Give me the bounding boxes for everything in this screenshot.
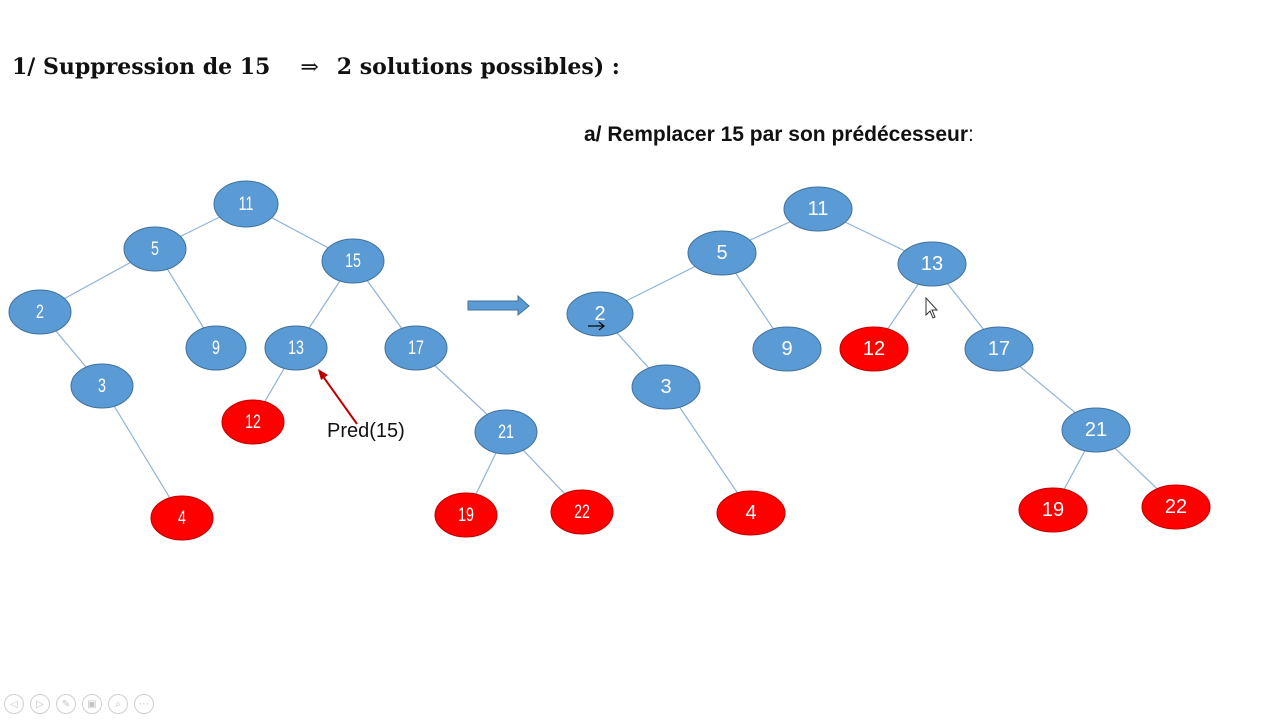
node-label: 12 [863,338,885,360]
implies-arrow-icon: ⇒ [300,55,319,80]
tree-node-R9: 9 [752,326,822,372]
tree-node-L13: 13 [264,325,328,371]
node-ellipse [185,325,247,371]
node-ellipse [474,409,538,455]
tree-node-R22: 22 [1141,484,1211,530]
pred-label: Pred(15) [327,420,405,442]
tree-node-L15: 15 [321,238,385,284]
left-tree: 11 5 15 2 9 13 17 3 12 21 4 19 22 [8,180,614,541]
tree-node-L17: 17 [384,325,448,371]
tree-node-L5: 5 [123,226,187,272]
slides-icon[interactable]: ▣ [82,694,102,714]
pred-arrow [318,369,358,425]
node-label: 13 [921,253,943,275]
node-label: 11 [239,193,254,214]
node-ellipse [631,364,701,410]
node-label: 15 [345,250,361,271]
node-ellipse [897,241,967,287]
subtitle-text: a/ Remplacer 15 par son prédécesseur [584,123,969,146]
node-ellipse [783,186,853,232]
presentation-toolbar: ◁ ▷ ✎ ▣ ⌕ ⋯ [4,694,154,714]
zoom-icon[interactable]: ⌕ [108,694,128,714]
node-ellipse [123,226,187,272]
node-ellipse [687,230,757,276]
title-left: 1/ Suppression de 15 [12,54,271,80]
tree-node-R21: 21 [1061,407,1131,453]
edge-L3-L4 [101,385,183,519]
node-label: 22 [1165,496,1187,518]
slide-subtitle: a/ Remplacer 15 par son prédécesseur: [584,123,974,147]
tree-node-L4: 4 [150,495,214,541]
tree-node-L11: 11 [213,180,279,228]
node-ellipse [1018,487,1088,533]
node-label: 19 [458,504,474,525]
node-ellipse [716,490,786,536]
tree-node-R5: 5 [687,230,757,276]
node-label: 4 [745,502,756,524]
node-label: 9 [212,337,220,358]
node-ellipse [150,495,214,541]
tree-node-L2: 2 [8,289,72,335]
slide-title: 1/ Suppression de 15 ⇒ 2 solutions possibl… [12,54,620,80]
transition-arrow-icon [467,294,530,317]
tree-node-L22: 22 [550,489,614,535]
right-tree: 11 5 13 2 9 12 17 3 21 4 19 22 [566,186,1211,536]
mouse-cursor-icon [925,296,939,319]
small-arrow-icon [588,321,605,331]
previous-icon[interactable]: ◁ [4,694,24,714]
tree-node-R13: 13 [897,241,967,287]
node-ellipse [221,399,285,445]
subtitle-colon: : [968,123,974,146]
node-ellipse [8,289,72,335]
node-label: 17 [988,338,1010,360]
node-ellipse [550,489,614,535]
node-label: 12 [245,411,261,432]
next-icon[interactable]: ▷ [30,694,50,714]
node-ellipse [839,326,909,372]
node-label: 4 [178,507,186,528]
node-label: 21 [1085,419,1107,441]
tree-node-R17: 17 [964,326,1034,372]
node-ellipse [213,180,279,228]
node-label: 3 [660,376,671,398]
node-label: 19 [1042,499,1064,521]
tree-node-L3: 3 [70,363,134,409]
node-label: 22 [574,501,590,522]
node-label: 3 [98,375,106,396]
node-label: 2 [36,301,44,322]
node-ellipse [566,291,634,337]
tree-node-R19: 19 [1018,487,1088,533]
node-ellipse [1061,407,1131,453]
node-ellipse [752,326,822,372]
tree-node-L19: 19 [434,492,498,538]
tree-node-R11: 11 [783,186,853,232]
tree-node-R4: 4 [716,490,786,536]
more-icon[interactable]: ⋯ [134,694,154,714]
node-label: 5 [716,242,727,264]
node-ellipse [384,325,448,371]
node-label: 2 [594,303,605,325]
pen-icon[interactable]: ✎ [56,694,76,714]
edge-R3-R4 [665,386,752,514]
node-ellipse [964,326,1034,372]
node-ellipse [70,363,134,409]
node-label: 17 [408,337,424,358]
node-ellipse [1141,484,1211,530]
tree-node-L9: 9 [185,325,247,371]
tree-node-R3: 3 [631,364,701,410]
node-ellipse [264,325,328,371]
node-ellipse [434,492,498,538]
tree-node-L12: 12 [221,399,285,445]
node-label: 11 [808,198,829,220]
tree-node-L21: 21 [474,409,538,455]
node-ellipse [321,238,385,284]
node-label: 5 [151,238,159,259]
node-label: 21 [498,421,514,442]
tree-node-R2: 2 [566,291,634,337]
tree-node-R12: 12 [839,326,909,372]
node-label: 13 [288,337,304,358]
title-right: 2 solutions possibles) : [336,54,620,80]
node-label: 9 [781,338,792,360]
